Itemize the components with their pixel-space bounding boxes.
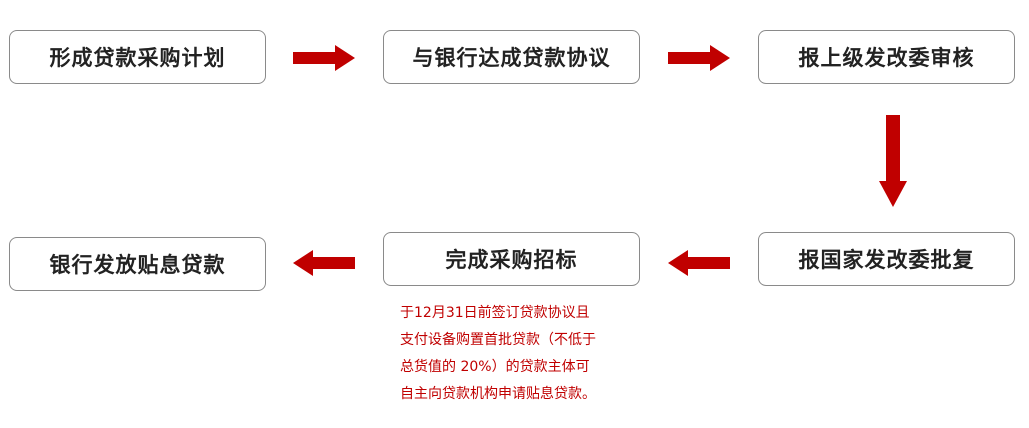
step-label: 银行发放贴息贷款	[49, 253, 226, 277]
arrow-right-icon	[293, 45, 355, 71]
note-line: 总货值的 20%）的贷款主体可	[400, 359, 590, 375]
step-complete-procurement-tender: 完成采购招标	[383, 232, 640, 286]
step-label: 报上级发改委审核	[798, 46, 975, 70]
step-form-loan-procurement-plan: 形成贷款采购计划	[9, 30, 266, 84]
step-label: 形成贷款采购计划	[49, 46, 226, 70]
arrow-left-icon	[293, 250, 355, 276]
step-label: 与银行达成贷款协议	[412, 46, 611, 70]
step-bank-issues-subsidized-loan: 银行发放贴息贷款	[9, 237, 266, 291]
step-label: 报国家发改委批复	[798, 248, 975, 272]
step-reach-loan-agreement: 与银行达成贷款协议	[383, 30, 640, 84]
eligibility-note: 于12月31日前签订贷款协议且 支付设备购置首批贷款（不低于 总货值的 20%）…	[400, 300, 640, 408]
note-line: 于12月31日前签订贷款协议且	[400, 305, 590, 321]
arrow-right-icon	[668, 45, 730, 71]
arrow-left-icon	[668, 250, 730, 276]
arrow-down-icon	[879, 115, 907, 207]
step-label: 完成采购招标	[445, 248, 578, 272]
note-line: 自主向贷款机构申请贴息贷款。	[400, 386, 596, 402]
step-national-ndrc-approval: 报国家发改委批复	[758, 232, 1015, 286]
note-line: 支付设备购置首批贷款（不低于	[400, 332, 596, 348]
step-report-superior-ndrc-review: 报上级发改委审核	[758, 30, 1015, 84]
